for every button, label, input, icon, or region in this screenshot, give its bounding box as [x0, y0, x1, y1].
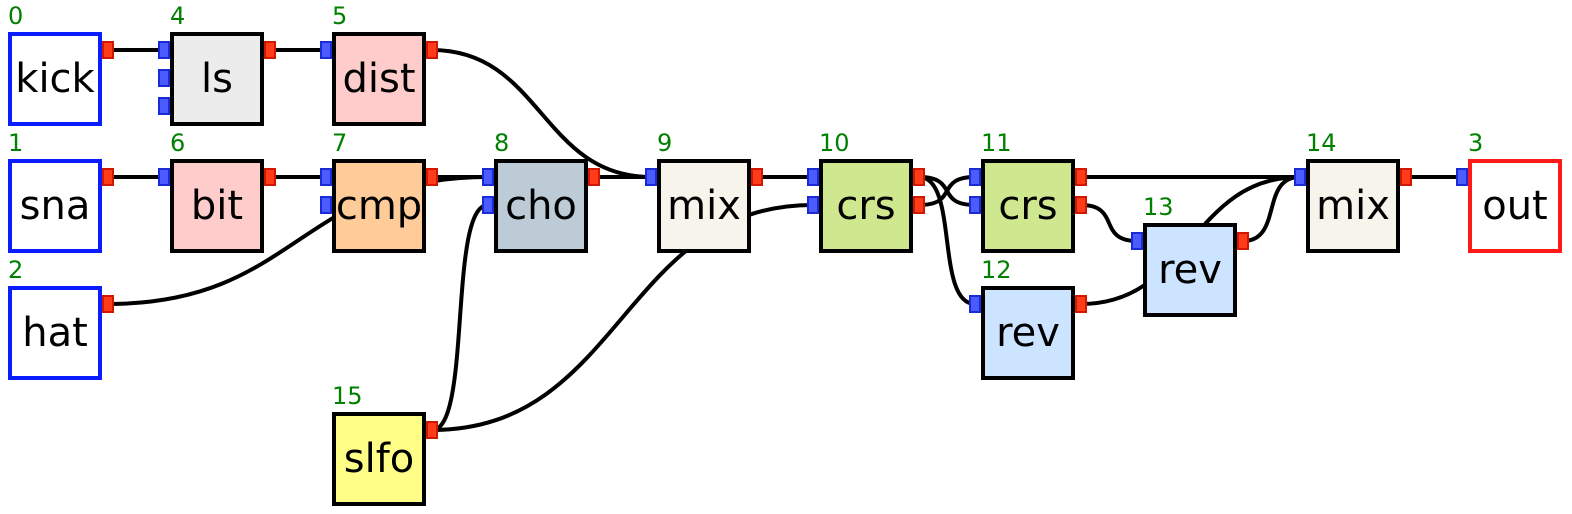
- input-port-7-0[interactable]: [320, 168, 332, 186]
- input-port-11-1[interactable]: [969, 196, 981, 214]
- output-port-1-0[interactable]: [102, 168, 114, 186]
- node-index-label: 4: [170, 2, 186, 30]
- node-label: dist: [342, 56, 416, 102]
- node-index-label: 13: [1143, 193, 1174, 221]
- node-index-label: 14: [1306, 129, 1337, 157]
- wire-10-to-12: [918, 175, 976, 306]
- node-label: rev: [1158, 247, 1222, 293]
- node-label: mix: [667, 183, 741, 229]
- node-label: crs: [836, 183, 896, 229]
- output-port-8-0[interactable]: [588, 168, 600, 186]
- node-0-kick[interactable]: kick: [8, 32, 102, 126]
- wire-13-to-14: [1242, 175, 1301, 243]
- node-index-label: 6: [170, 129, 186, 157]
- wire-15-to-8: [431, 203, 489, 432]
- wire-10-to-11: [918, 175, 976, 207]
- output-port-11-0[interactable]: [1075, 168, 1087, 186]
- node-label: out: [1482, 183, 1548, 229]
- output-port-14-0[interactable]: [1400, 168, 1412, 186]
- output-port-11-1[interactable]: [1075, 196, 1087, 214]
- input-port-14-0[interactable]: [1294, 168, 1306, 186]
- output-port-5-0[interactable]: [426, 41, 438, 59]
- node-index-label: 0: [8, 2, 24, 30]
- output-port-2-0[interactable]: [102, 295, 114, 313]
- node-6-bit[interactable]: bit: [170, 159, 264, 253]
- output-port-15-0[interactable]: [426, 421, 438, 439]
- node-label: sna: [19, 183, 91, 229]
- node-14-mix[interactable]: mix: [1306, 159, 1400, 253]
- input-port-10-1[interactable]: [807, 196, 819, 214]
- input-port-13-0[interactable]: [1131, 232, 1143, 250]
- output-port-0-0[interactable]: [102, 41, 114, 59]
- output-port-7-0[interactable]: [426, 168, 438, 186]
- node-label: crs: [998, 183, 1058, 229]
- node-label: rev: [996, 310, 1060, 356]
- node-15-slfo[interactable]: slfo: [332, 412, 426, 506]
- input-port-5-0[interactable]: [320, 41, 332, 59]
- input-port-3-0[interactable]: [1456, 168, 1468, 186]
- input-port-12-0[interactable]: [969, 295, 981, 313]
- node-2-hat[interactable]: hat: [8, 286, 102, 380]
- input-port-10-0[interactable]: [807, 168, 819, 186]
- node-5-dist[interactable]: dist: [332, 32, 426, 126]
- output-port-12-0[interactable]: [1075, 295, 1087, 313]
- input-port-9-0[interactable]: [645, 168, 657, 186]
- node-label: cmp: [335, 183, 423, 229]
- input-port-7-1[interactable]: [320, 196, 332, 214]
- node-index-label: 7: [332, 129, 348, 157]
- input-port-8-1[interactable]: [482, 196, 494, 214]
- input-port-4-2[interactable]: [158, 97, 170, 115]
- node-index-label: 10: [819, 129, 850, 157]
- node-index-label: 11: [981, 129, 1012, 157]
- input-port-4-0[interactable]: [158, 41, 170, 59]
- node-8-cho[interactable]: cho: [494, 159, 588, 253]
- output-port-13-0[interactable]: [1237, 232, 1249, 250]
- output-port-10-1[interactable]: [913, 196, 925, 214]
- node-label: hat: [22, 310, 88, 356]
- node-13-rev[interactable]: rev: [1143, 223, 1237, 317]
- node-index-label: 2: [8, 256, 24, 284]
- node-label: bit: [190, 183, 244, 229]
- wire-11-to-13: [1080, 203, 1138, 243]
- input-port-4-1[interactable]: [158, 69, 170, 87]
- node-index-label: 1: [8, 129, 24, 157]
- output-port-9-0[interactable]: [751, 168, 763, 186]
- node-index-label: 5: [332, 2, 348, 30]
- node-index-label: 15: [332, 382, 363, 410]
- node-1-sna[interactable]: sna: [8, 159, 102, 253]
- output-port-10-0[interactable]: [913, 168, 925, 186]
- node-9-mix[interactable]: mix: [657, 159, 751, 253]
- node-label: mix: [1316, 183, 1390, 229]
- output-port-4-0[interactable]: [264, 41, 276, 59]
- node-label: ls: [201, 56, 233, 102]
- node-11-crs[interactable]: crs: [981, 159, 1075, 253]
- wire-5-to-9: [431, 48, 652, 179]
- node-index-label: 8: [494, 129, 510, 157]
- input-port-6-0[interactable]: [158, 168, 170, 186]
- node-index-label: 3: [1468, 129, 1484, 157]
- node-10-crs[interactable]: crs: [819, 159, 913, 253]
- node-label: kick: [15, 56, 95, 102]
- node-index-label: 12: [981, 256, 1012, 284]
- node-3-out[interactable]: out: [1468, 159, 1562, 253]
- wire-2-to-8: [107, 175, 489, 306]
- node-label: cho: [505, 183, 577, 229]
- input-port-11-0[interactable]: [969, 168, 981, 186]
- output-port-6-0[interactable]: [264, 168, 276, 186]
- node-label: slfo: [343, 436, 415, 482]
- node-12-rev[interactable]: rev: [981, 286, 1075, 380]
- node-4-ls[interactable]: ls: [170, 32, 264, 126]
- wire-15-to-10: [431, 203, 814, 432]
- node-7-cmp[interactable]: cmp: [332, 159, 426, 253]
- input-port-8-0[interactable]: [482, 168, 494, 186]
- node-index-label: 9: [657, 129, 673, 157]
